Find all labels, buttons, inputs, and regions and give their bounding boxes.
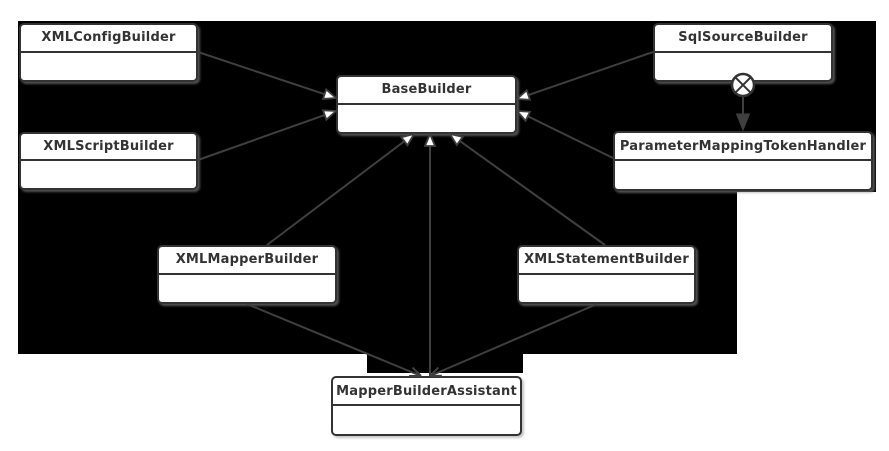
class-name-label: ParameterMappingTokenHandler xyxy=(615,133,871,161)
class-box-base-builder: BaseBuilder xyxy=(336,75,517,134)
class-box-xml-mapper-builder: XMLMapperBuilder xyxy=(157,245,337,304)
class-members-compartment xyxy=(519,275,694,303)
class-members-compartment xyxy=(655,53,831,81)
class-box-xml-script-builder: XMLScriptBuilder xyxy=(19,132,198,190)
class-box-parameter-mapping-token-handler: ParameterMappingTokenHandler xyxy=(613,131,873,191)
class-name-label: BaseBuilder xyxy=(338,77,515,105)
class-box-xml-statement-builder: XMLStatementBuilder xyxy=(517,245,696,304)
class-members-compartment xyxy=(21,161,196,188)
class-members-compartment xyxy=(615,161,871,189)
class-name-label: XMLScriptBuilder xyxy=(21,134,196,161)
class-members-compartment xyxy=(159,275,335,303)
class-members-compartment xyxy=(338,105,515,133)
class-name-label: XMLMapperBuilder xyxy=(159,247,335,275)
canvas-region xyxy=(367,354,523,373)
class-members-compartment xyxy=(21,53,196,81)
class-name-label: XMLConfigBuilder xyxy=(21,25,196,53)
class-name-label: MapperBuilderAssistant xyxy=(333,378,520,406)
class-members-compartment xyxy=(333,406,520,434)
class-box-sql-source-builder: SqlSourceBuilder xyxy=(653,23,833,82)
class-name-label: SqlSourceBuilder xyxy=(655,25,831,53)
class-box-xml-config-builder: XMLConfigBuilder xyxy=(19,23,198,82)
class-box-mapper-builder-assistant: MapperBuilderAssistant xyxy=(331,376,522,436)
class-name-label: XMLStatementBuilder xyxy=(519,247,694,275)
